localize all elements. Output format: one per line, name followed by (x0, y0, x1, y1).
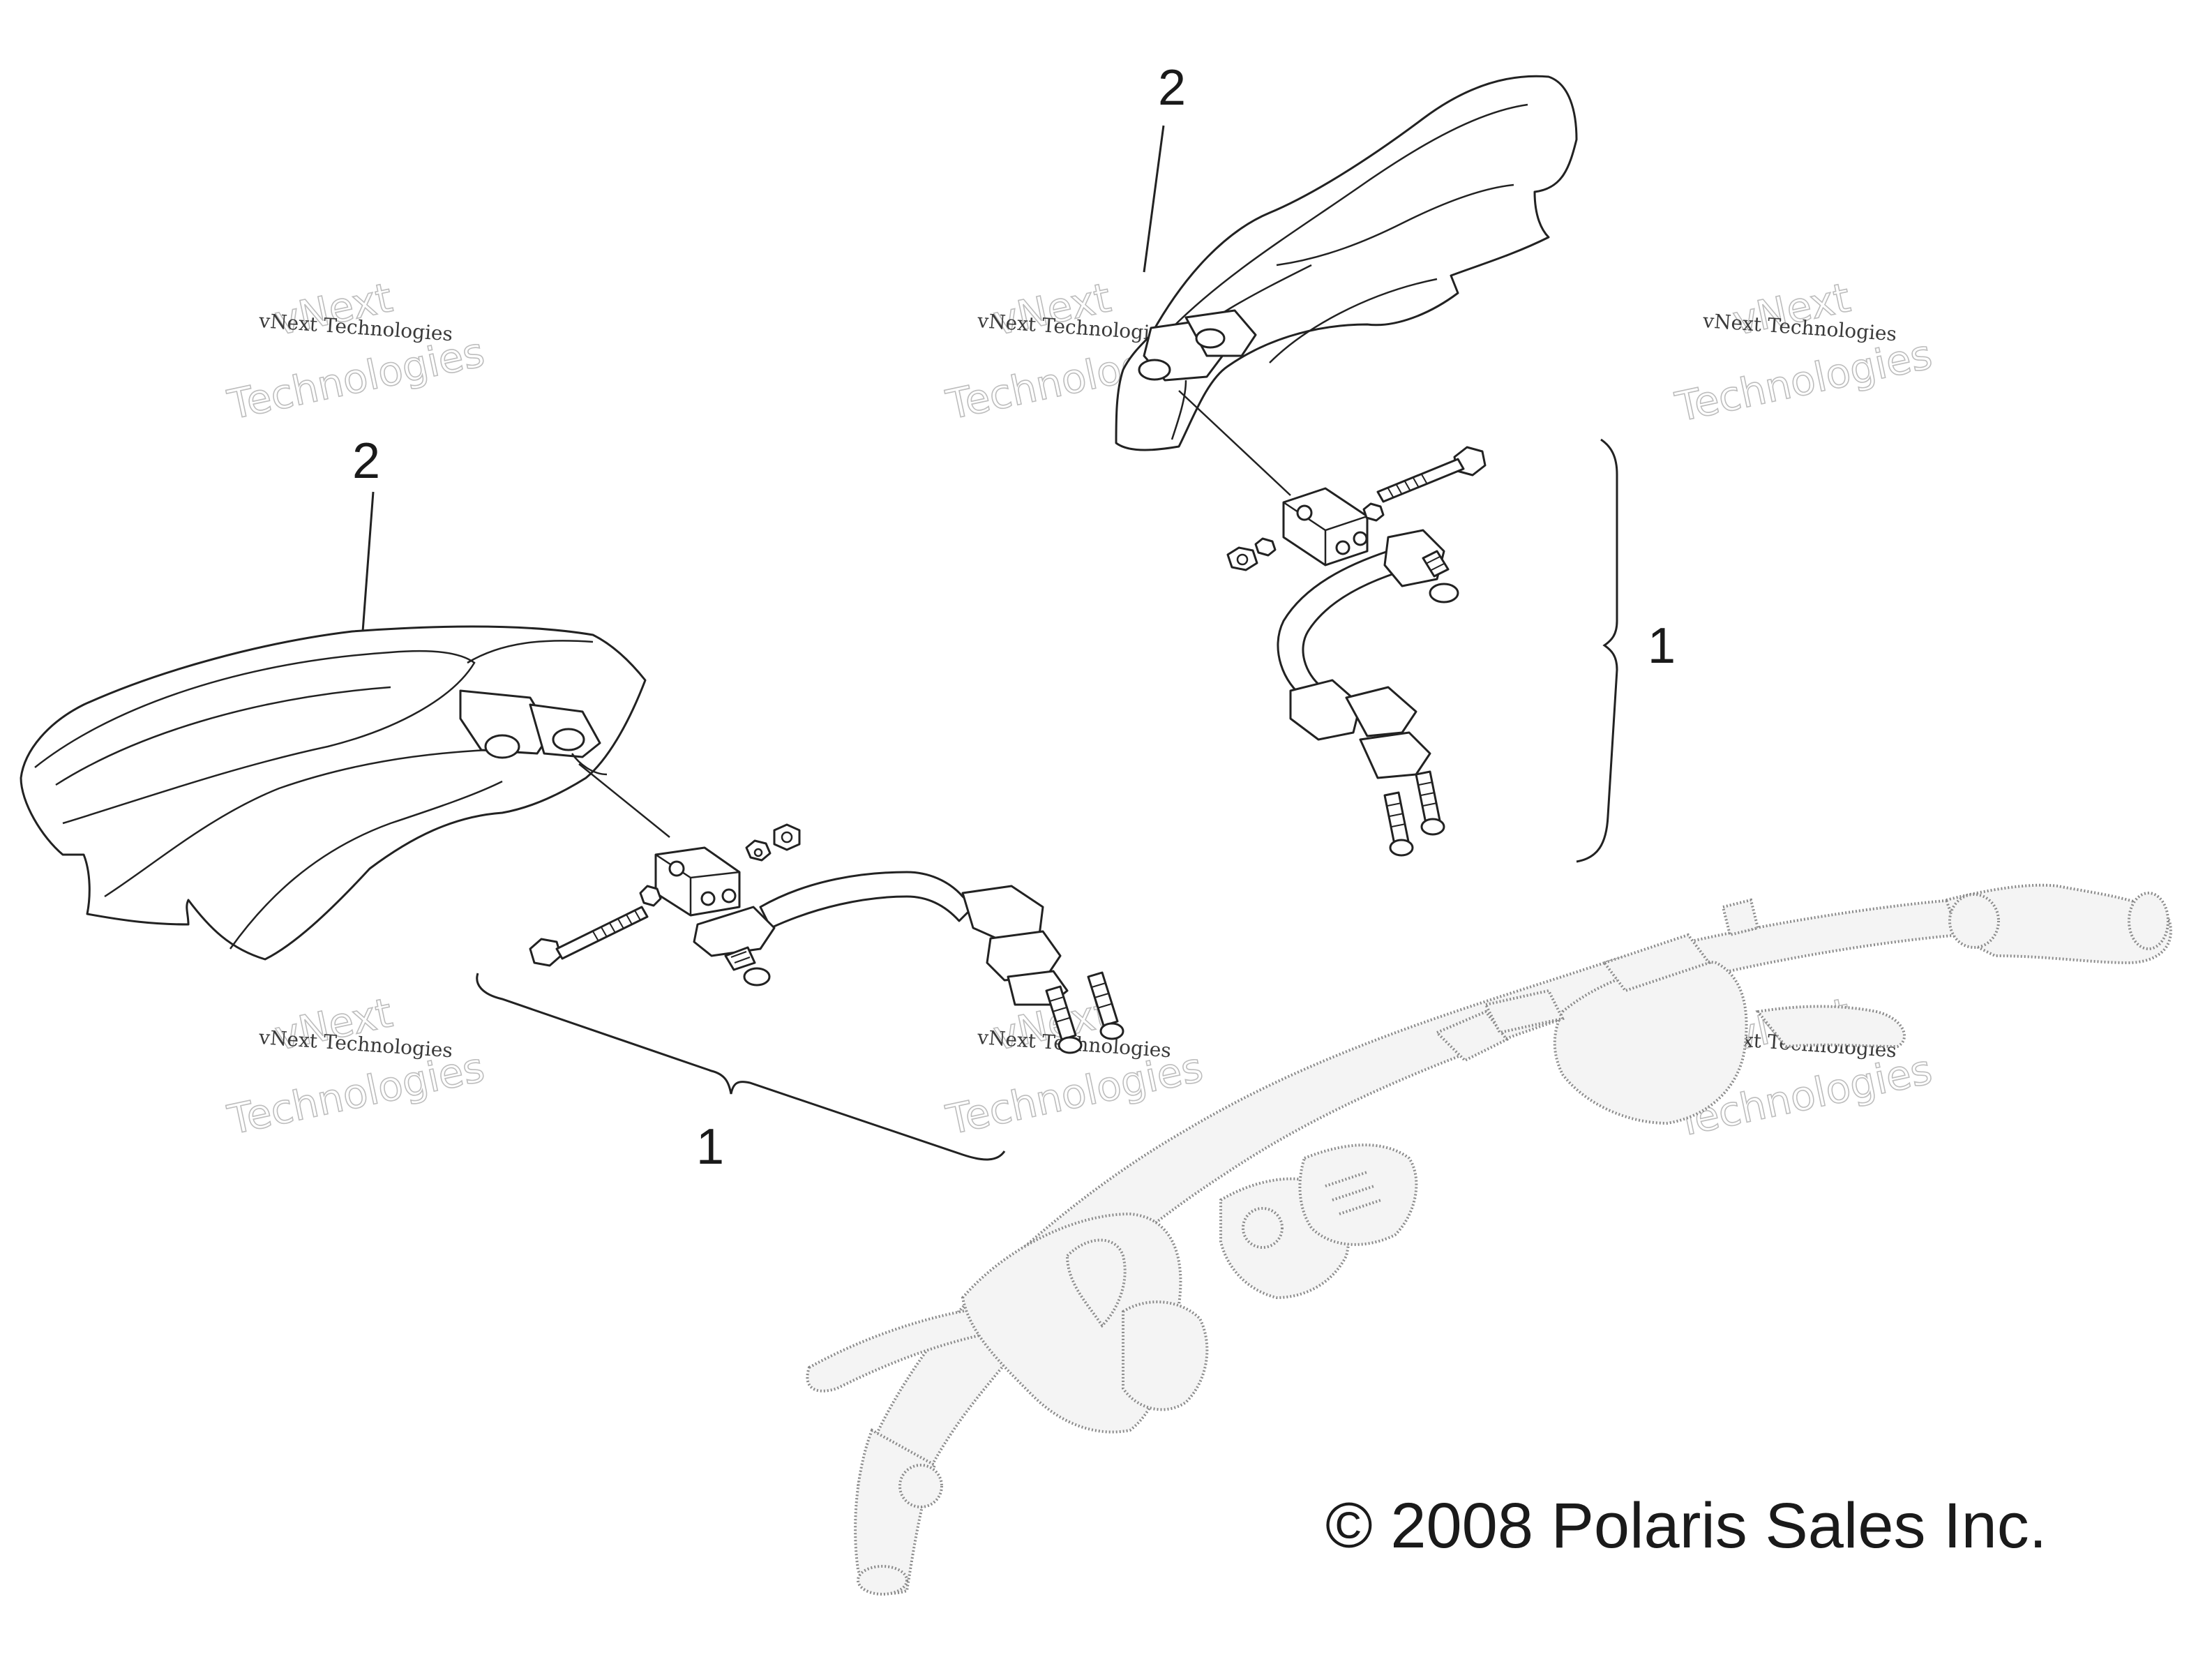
right-guard-leader (1143, 125, 1165, 273)
handlebar-assembly (806, 883, 2172, 1596)
watermark-bottom-center: vNext Technologies vNext Technologies (942, 988, 1207, 1144)
left-guard-leader (361, 491, 375, 632)
right-mounting-kit (1178, 390, 1487, 857)
watermark-top-right: vNext Technologies vNext Technologies (1671, 273, 1936, 431)
callout-right-kit: 1 (1648, 618, 1676, 674)
callout-right-guard: 2 (1158, 60, 1186, 116)
right-kit-bracket (1576, 438, 1618, 863)
callout-left-guard: 2 (352, 433, 380, 489)
right-hand-guard (1115, 75, 1578, 451)
watermark-bottom-left: vNext Technologies vNext Technologies (223, 988, 489, 1144)
left-mounting-kit (529, 763, 1124, 1054)
left-hand-guard (20, 625, 647, 961)
copyright-notice: © 2008 Polaris Sales Inc. (1325, 1490, 2047, 1561)
svg-text:Technologies: Technologies (1671, 331, 1936, 431)
left-kit-bracket (476, 973, 1006, 1161)
callout-left-kit: 1 (696, 1119, 724, 1175)
watermark-top-left: vNext Technologies vNext Technologies (223, 273, 489, 429)
